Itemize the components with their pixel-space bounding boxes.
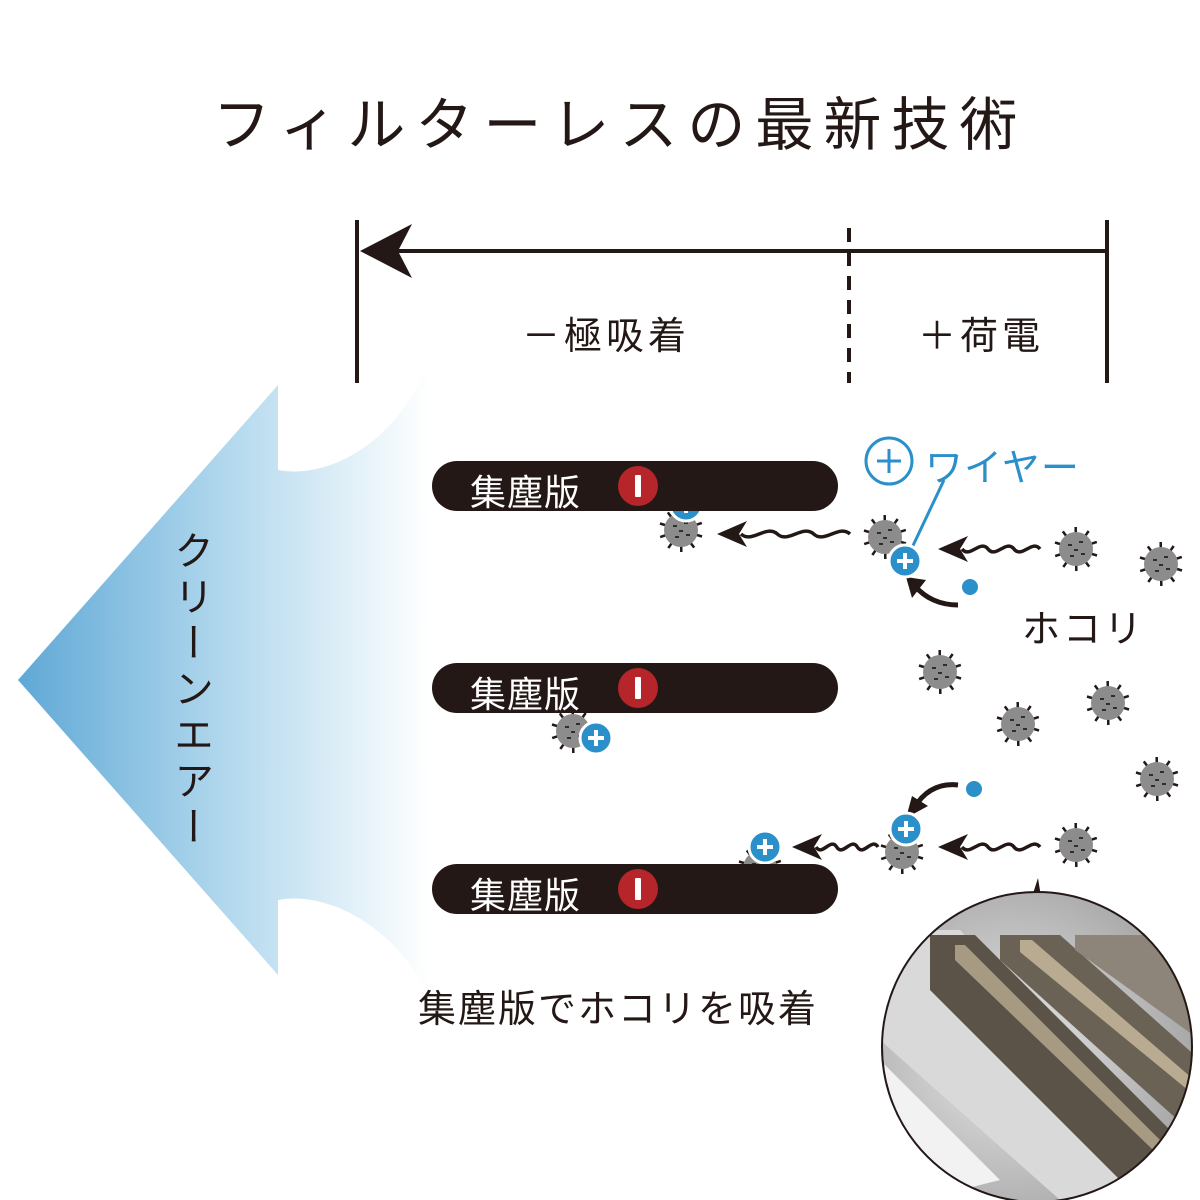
plus-circle-icon [887, 543, 923, 579]
wire-label: ワイヤー [925, 446, 1080, 490]
magnified-photo [881, 878, 1193, 1200]
charging-arrow-top [913, 584, 959, 608]
dust-particle-icon [1139, 541, 1183, 587]
range-bracket [355, 220, 1109, 383]
dust-label: ホコリ [1022, 607, 1146, 651]
collector-plate-label: 集塵版 [470, 675, 582, 716]
wire-callout [864, 436, 946, 553]
collector-plate-label: 集塵版 [470, 473, 582, 514]
plus-circle-icon [747, 829, 783, 865]
wire-leader-line [908, 479, 946, 553]
charging-arrows [911, 584, 959, 810]
positive-zone-label: ＋荷電 [918, 314, 1045, 358]
flow-arrow [938, 536, 1042, 562]
collector-plate-2: 集塵版 [432, 663, 838, 716]
collector-plate-label: 集塵版 [470, 876, 582, 917]
minus-badge-icon [618, 668, 658, 708]
flow-arrow [717, 521, 852, 547]
plus-circle-icon [578, 720, 614, 756]
minus-badge-icon [618, 466, 658, 506]
dust-particle-icon [1135, 756, 1179, 802]
ion-dot [966, 781, 982, 797]
flow-arrow [938, 834, 1042, 860]
caption: 集塵版でホコリを吸着 [418, 987, 819, 1031]
flow-arrows [717, 521, 1042, 860]
flow-direction-arrowhead [360, 224, 412, 278]
positive-charges [578, 487, 924, 865]
collector-plate-3: 集塵版 [432, 864, 838, 917]
flow-arrow [792, 834, 880, 860]
dust-particle-icon [996, 701, 1040, 747]
clean-air-label: クリーンエアー [167, 530, 213, 852]
dust-particle-icon [863, 514, 907, 560]
page-title: フィルターレスの最新技術 [212, 91, 1028, 159]
dust-particle-icon [918, 649, 962, 695]
negative-zone-label: －極吸着 [522, 314, 691, 358]
plus-circle-icon [888, 811, 924, 847]
minus-badge-icon [618, 869, 658, 909]
plus-circle-icon [864, 436, 914, 486]
dust-particle-icon [1054, 526, 1098, 572]
dust-particle-icon [1086, 680, 1130, 726]
ion-dot [962, 579, 978, 595]
dust-particle-icon [1054, 822, 1098, 868]
collector-plate-1: 集塵版 [432, 461, 838, 514]
clean-air-arrow [18, 360, 430, 1000]
charging-arrowhead-top [906, 577, 926, 598]
